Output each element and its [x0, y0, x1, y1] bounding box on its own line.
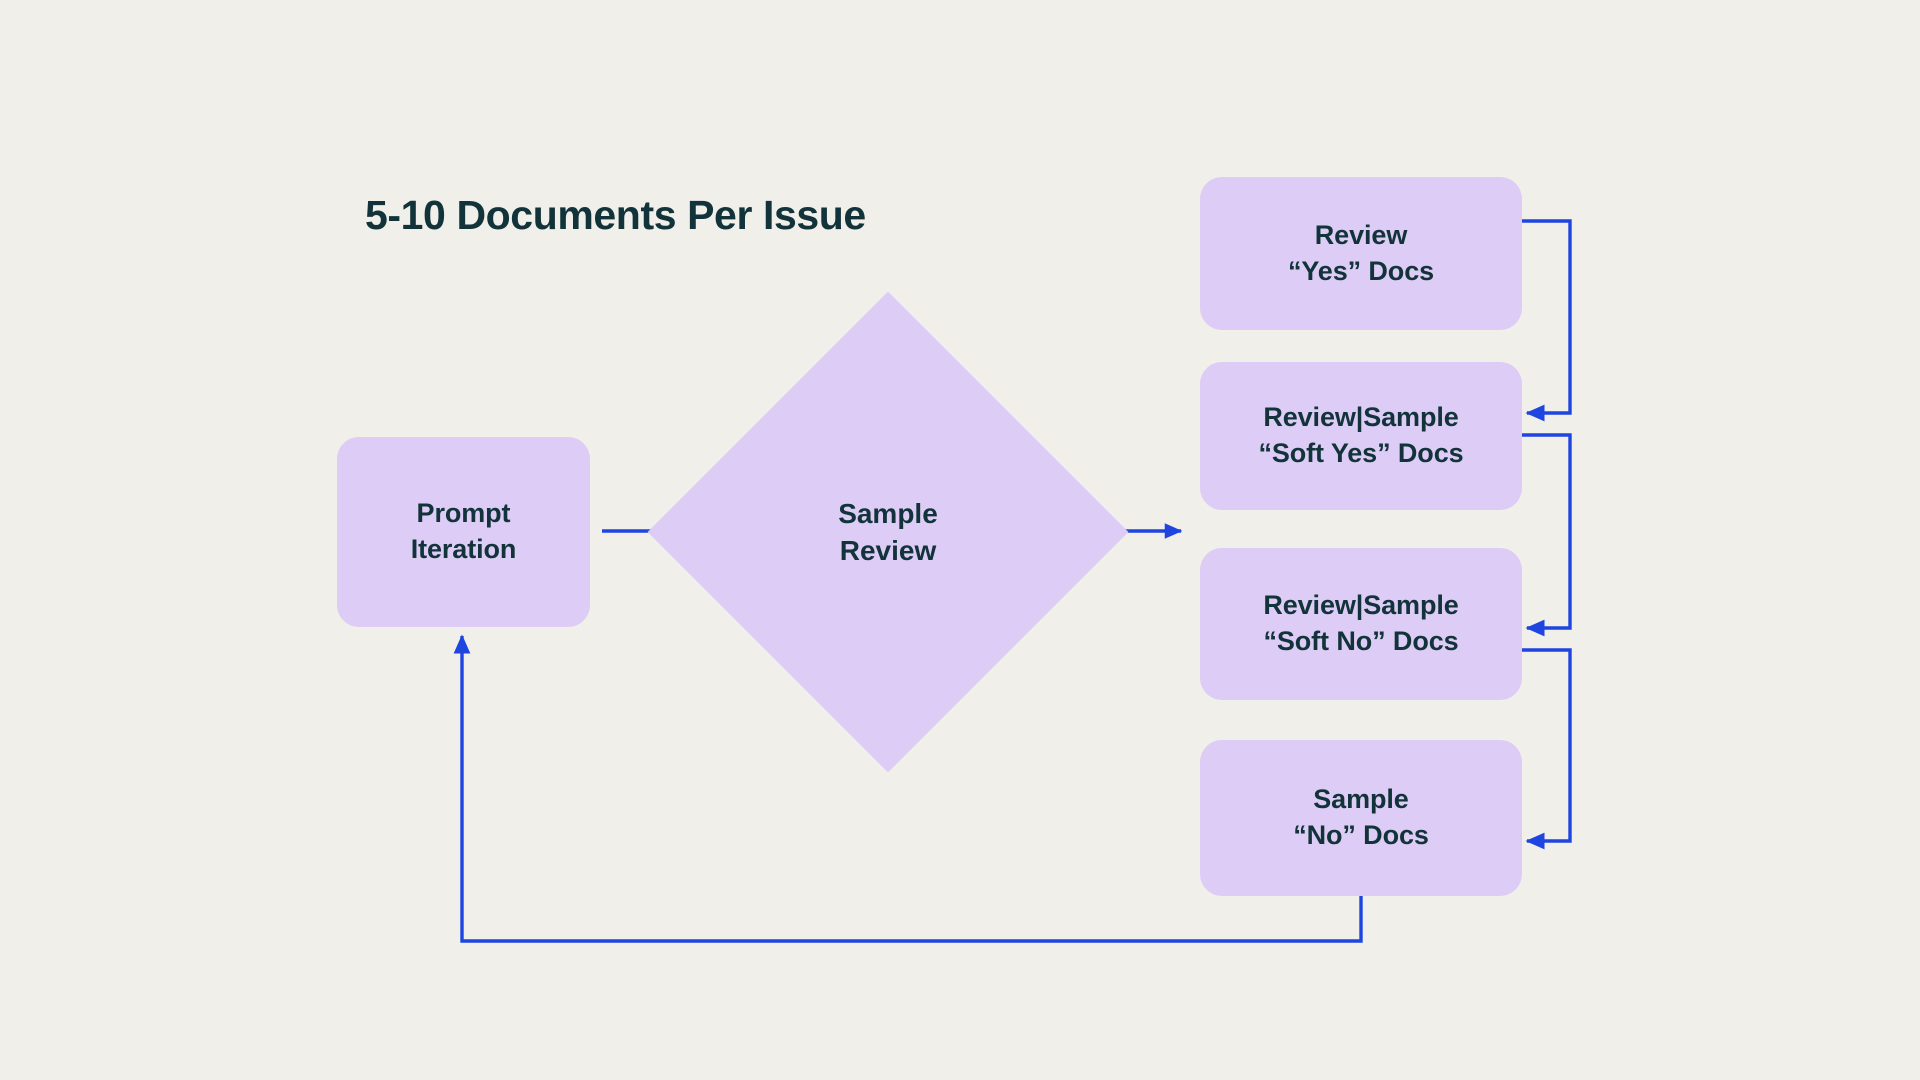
node-review-sample-soft-yes-label: Review|Sample “Soft Yes” Docs	[1258, 402, 1464, 468]
node-review-sample-soft-no[interactable]: Review|Sample “Soft No” Docs	[1200, 548, 1522, 700]
edge-yes-to-soft-yes	[1522, 219, 1572, 422]
node-review-yes[interactable]: Review “Yes” Docs	[1200, 177, 1522, 330]
node-prompt-iteration[interactable]: Prompt Iteration	[337, 437, 590, 627]
node-review-yes-label: Review “Yes” Docs	[1287, 219, 1435, 286]
node-sample-no-label: Sample “No” Docs	[1293, 784, 1429, 850]
page-title: 5-10 Documents Per Issue	[365, 192, 866, 238]
node-sample-no[interactable]: Sample “No” Docs	[1200, 740, 1522, 896]
node-sample-review-label: Sample Review	[838, 497, 938, 566]
edge-soft-yes-to-soft-no	[1522, 433, 1572, 637]
node-review-sample-soft-yes[interactable]: Review|Sample “Soft Yes” Docs	[1200, 362, 1522, 510]
node-prompt-iteration-label: Prompt Iteration	[410, 498, 517, 564]
edge-soft-no-to-no	[1522, 648, 1572, 850]
node-sample-review[interactable]: Sample Review	[647, 291, 1129, 773]
node-review-sample-soft-no-label: Review|Sample “Soft No” Docs	[1263, 590, 1459, 656]
